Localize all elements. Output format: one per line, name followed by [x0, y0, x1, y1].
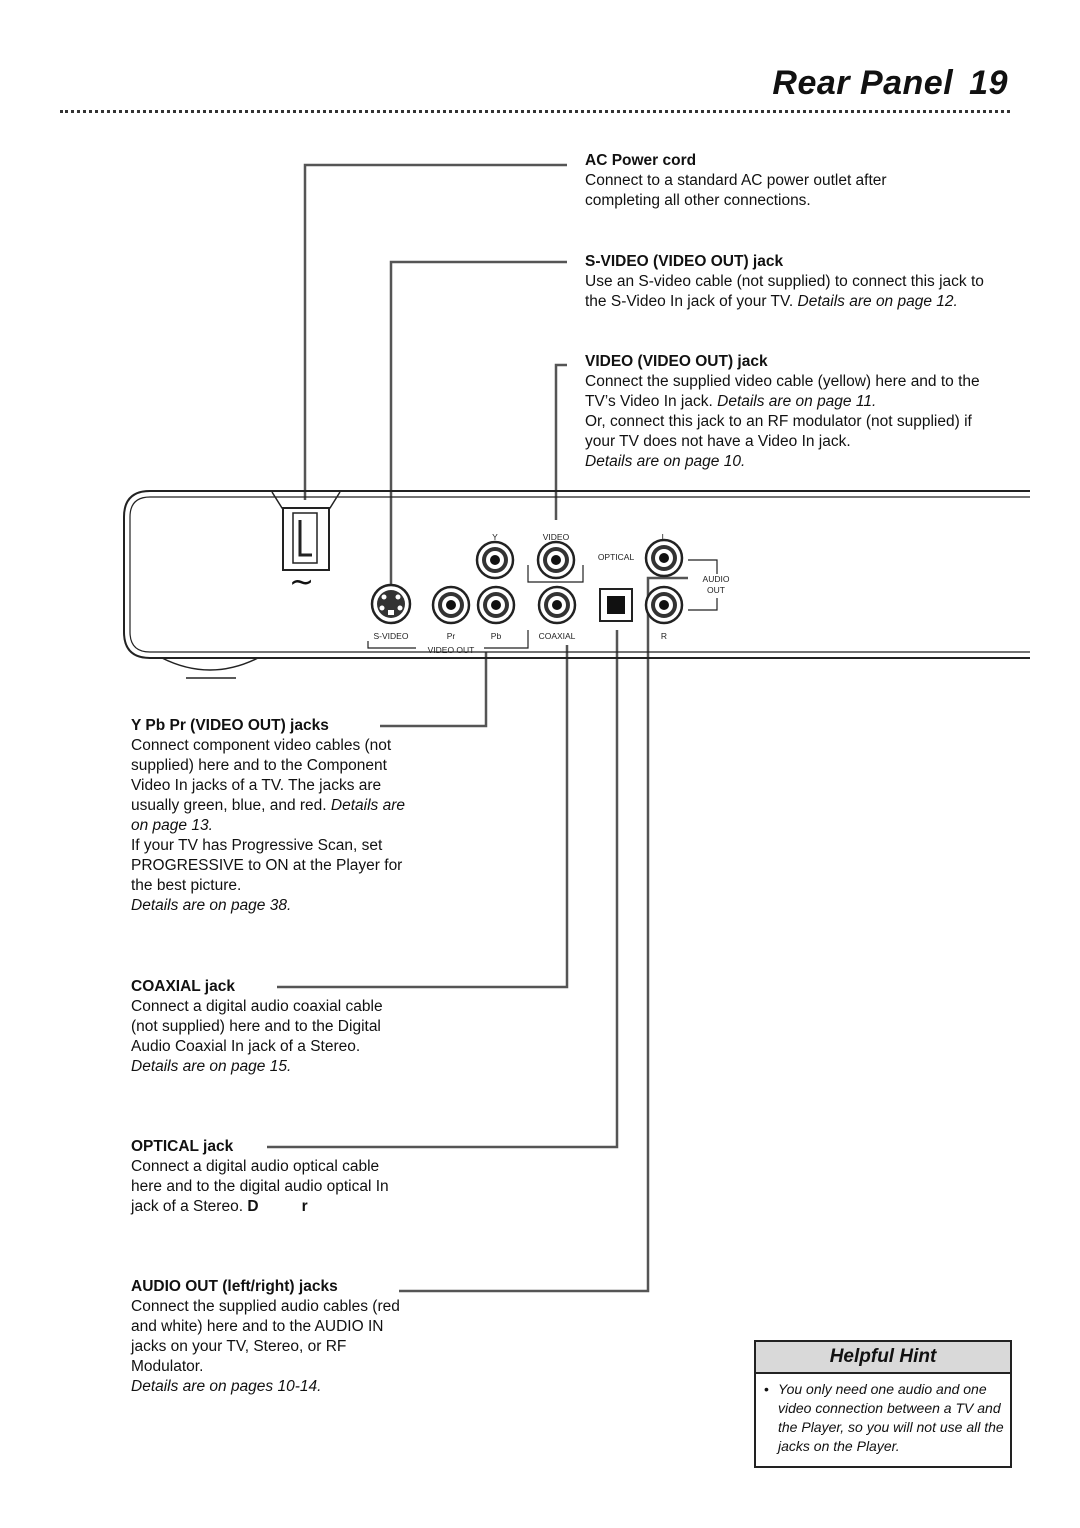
label-out: OUT [707, 585, 725, 595]
leader-audio-out [399, 576, 688, 1293]
label-pb: Pb [491, 631, 502, 641]
ac-power-text: Connect to a standard AC power outlet af… [585, 172, 887, 209]
jack-pr [431, 585, 471, 625]
hint-text: You only need one audio and one video co… [778, 1381, 1004, 1454]
label-l: L [662, 532, 667, 542]
optical-description: OPTICAL jack Connect a digital audio opt… [131, 1137, 411, 1217]
ypbpr-details-2: Details are on page 38. [131, 897, 292, 914]
optical-jack [599, 588, 633, 622]
jack-coaxial [537, 585, 577, 625]
label-audio: AUDIO [703, 574, 730, 584]
ac-symbol: ~ [289, 565, 314, 600]
header-divider [60, 110, 1010, 113]
label-video: VIDEO [543, 532, 570, 542]
helpful-hint-body: • You only need one audio and one video … [756, 1374, 1010, 1456]
player-body [123, 490, 1030, 679]
page-header: Rear Panel 19 [772, 64, 1008, 103]
audio-out-heading: AUDIO OUT (left/right) jacks [131, 1278, 338, 1295]
ypbpr-details-1: Details are on page 13. [131, 797, 406, 834]
video-details-1: Details are on page 11. [717, 393, 877, 410]
helpful-hint-title: Helpful Hint [756, 1342, 1010, 1374]
leader-coaxial [277, 645, 569, 989]
optical-text: Connect a digital audio optical cable he… [131, 1158, 389, 1215]
jack-pb [476, 585, 516, 625]
audio-out-description: AUDIO OUT (left/right) jacks Connect the… [131, 1277, 401, 1397]
jack-y [475, 540, 515, 580]
optical-heading: OPTICAL jack [131, 1138, 234, 1155]
ypbpr-text-2: If your TV has Progressive Scan, set PRO… [131, 837, 403, 894]
svideo-heading: S-VIDEO (VIDEO OUT) jack [585, 253, 784, 270]
label-y: Y [492, 532, 498, 542]
coaxial-description: COAXIAL jack Connect a digital audio coa… [131, 977, 411, 1077]
svideo-details: Details are on page 12. [797, 293, 958, 310]
rca-jacks [431, 538, 684, 625]
jack-audio-l [644, 538, 684, 578]
label-pr: Pr [447, 631, 456, 641]
label-video-out: VIDEO OUT [428, 645, 475, 655]
page-title: Rear Panel [772, 64, 954, 102]
label-coaxial: COAXIAL [539, 631, 576, 641]
panel-brackets [367, 559, 718, 649]
ypbpr-description: Y Pb Pr (VIDEO OUT) jacks Connect compon… [131, 716, 411, 916]
leader-lines [267, 163, 688, 1293]
jack-audio-r [644, 585, 684, 625]
coaxial-heading: COAXIAL jack [131, 978, 235, 995]
jack-video [536, 540, 576, 580]
page-number: 19 [969, 64, 1008, 102]
ypbpr-heading: Y Pb Pr (VIDEO OUT) jacks [131, 717, 329, 734]
video-text-1: Connect the supplied video cable (yellow… [585, 373, 980, 410]
ac-inlet [271, 491, 341, 571]
leader-video [554, 363, 567, 520]
helpful-hint-box: Helpful Hint • You only need one audio a… [754, 1340, 1012, 1468]
video-description: VIDEO (VIDEO OUT) jack Connect the suppl… [585, 352, 995, 472]
ac-power-description: AC Power cord Connect to a standard AC p… [585, 151, 925, 211]
leader-ac-power [303, 163, 567, 500]
hint-bullet: • [764, 1381, 769, 1397]
ac-power-heading: AC Power cord [585, 152, 697, 169]
optical-details: D r [247, 1198, 308, 1215]
video-text-2: Or, connect this jack to an RF modulator… [585, 413, 972, 450]
svideo-text: Use an S-video cable (not supplied) to c… [585, 273, 984, 310]
audio-out-text: Connect the supplied audio cables (red a… [131, 1298, 400, 1375]
audio-out-details: Details are on pages 10-14. [131, 1378, 322, 1395]
svideo-description: S-VIDEO (VIDEO OUT) jack Use an S-video … [585, 252, 995, 312]
ypbpr-text-1: Connect component video cables (not supp… [131, 737, 392, 814]
video-details-2: Details are on page 10. [585, 453, 746, 470]
label-optical: OPTICAL [598, 552, 635, 562]
coaxial-text: Connect a digital audio coaxial cable (n… [131, 998, 383, 1055]
label-r: R [661, 631, 667, 641]
coaxial-details: Details are on page 15. [131, 1058, 292, 1075]
video-heading: VIDEO (VIDEO OUT) jack [585, 353, 768, 370]
leader-svideo [389, 260, 567, 585]
svideo-jack [370, 583, 412, 625]
label-svideo: S-VIDEO [374, 631, 409, 641]
leader-optical [267, 630, 619, 1149]
leader-ypbpr [380, 652, 488, 728]
